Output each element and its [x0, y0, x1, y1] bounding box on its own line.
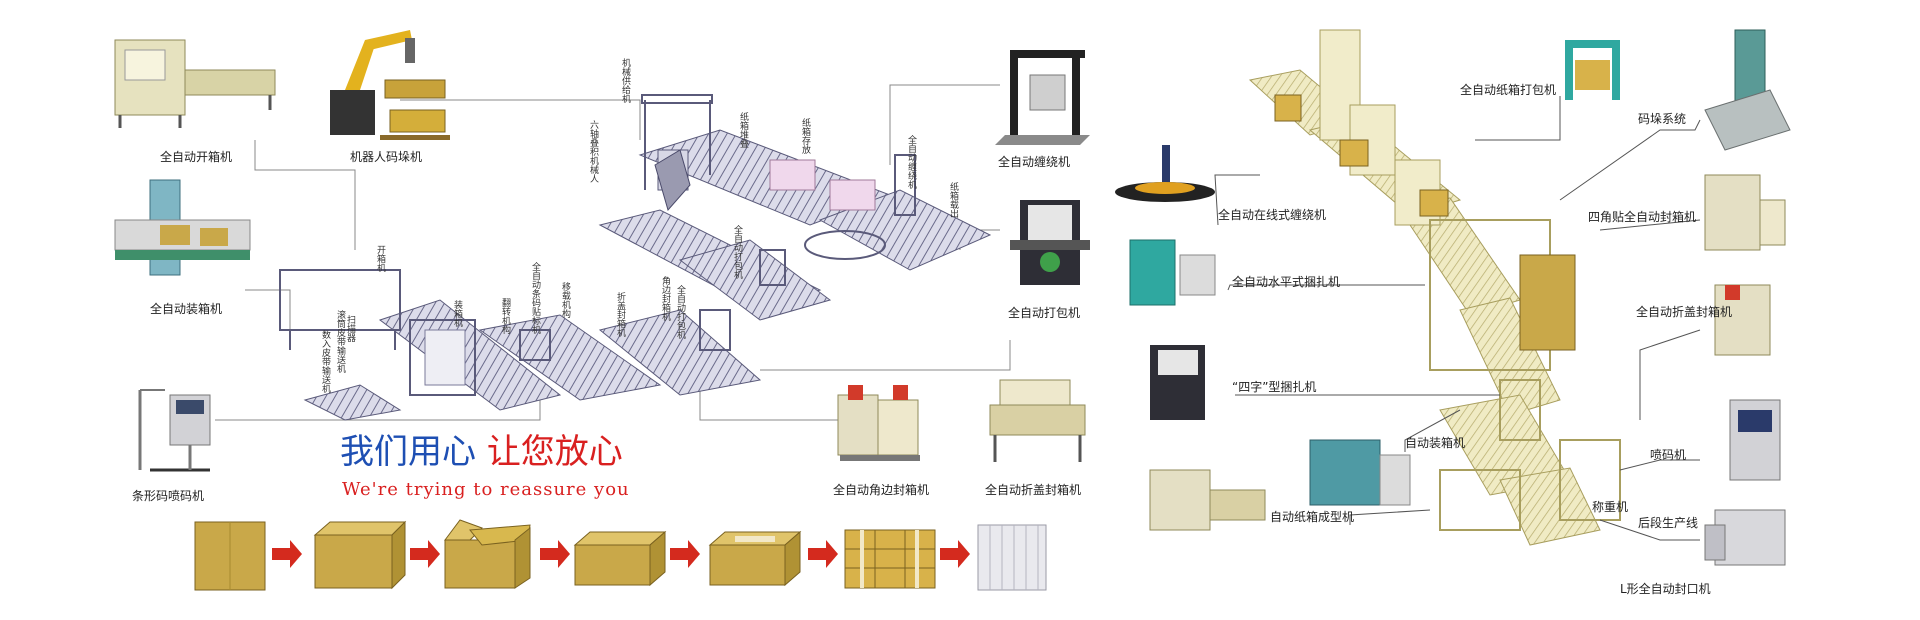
inkjet-printer-machine	[138, 389, 211, 472]
label-upstream-line: 后段生产线	[1638, 516, 1699, 530]
palletized-cartons	[844, 529, 936, 589]
leader-lines-right	[1214, 96, 1701, 541]
fold-sealer-machine	[989, 379, 1086, 462]
label-barcode-inkjet: 条形码喷码机	[132, 489, 205, 503]
production-line-left	[279, 94, 992, 421]
tag-transfer-mechanism: 移载机构	[560, 282, 570, 318]
label-fold-sealer-right: 全自动折盖封箱机	[1636, 305, 1733, 319]
wrapping-machine	[995, 50, 1090, 145]
label-carton-former: 自动纸箱成型机	[1270, 510, 1355, 524]
slogan-chinese: 我们用心 让您放心	[340, 432, 623, 472]
robot-palletizer-machine	[330, 30, 450, 140]
case-packer-machine	[114, 179, 251, 276]
label-horizontal-strapping: 全自动水平式捆扎机	[1232, 275, 1341, 289]
label-auto-packer: 自动装箱机	[1405, 436, 1466, 450]
slogan-english: We're trying to reassure you	[342, 479, 630, 500]
taped-carton	[708, 530, 802, 587]
arrow	[272, 540, 302, 568]
tag-fold-sealer: 折盖封箱机	[615, 292, 625, 337]
label-auto-carton-erector: 全自动开箱机	[160, 150, 233, 164]
label-robot-palletizer: 机器人码垛机	[350, 150, 423, 164]
tag-roller-belt: 滚筒皮带输送机	[335, 310, 345, 373]
production-line-right	[1248, 29, 1621, 546]
tag-scanner: 扫描器	[345, 315, 355, 342]
slogan-part-1: 我们用心	[340, 432, 476, 472]
tag-corner-sealer: 角边封箱机	[660, 276, 670, 321]
strapping-machine	[1010, 200, 1090, 285]
tag-flip-mechanism: 翻转机构	[500, 298, 510, 334]
corner-sealer-machine	[837, 385, 920, 461]
tag-strapper: 全自动打包机	[675, 285, 685, 339]
label-auto-fold-sealer: 全自动折盖封箱机	[985, 483, 1082, 497]
arrow	[540, 540, 570, 568]
label-carton-strapping: 全自动纸箱打包机	[1460, 83, 1557, 97]
open-carton	[313, 520, 407, 590]
flat-carton	[194, 521, 266, 591]
arrow	[410, 540, 440, 568]
label-auto-case-packer: 全自动装箱机	[150, 302, 223, 316]
label-four-corner-sealer: 四角贴全自动封箱机	[1588, 210, 1697, 224]
tag-erector: 开箱机	[375, 245, 385, 272]
label-online-wrapping: 全自动在线式缠绕机	[1218, 208, 1327, 222]
arrow	[940, 540, 970, 568]
pallet	[977, 524, 1047, 591]
slogan-part-2: 让您放心	[486, 432, 623, 472]
arrow	[670, 540, 700, 568]
label-inkjet-right: 喷码机	[1650, 448, 1687, 462]
tag-line-strapping: 全自动打包机	[732, 225, 742, 279]
tag-packer: 装箱机	[452, 300, 462, 327]
label-auto-wrapping: 全自动缠绕机	[998, 155, 1071, 169]
tag-carton-stacking: 纸箱堆叠	[738, 112, 748, 148]
tag-mechanism-feeder: 机械供给机	[620, 58, 630, 103]
tag-six-axis-robot: 六轴叠积机械人	[588, 120, 598, 183]
label-palletizing-system: 码垛系统	[1638, 112, 1687, 126]
tag-carton-storage: 纸箱存放	[800, 118, 810, 154]
tag-line-wrapping: 全自动缠绕机	[906, 135, 916, 189]
flaps-open-carton	[444, 519, 531, 589]
carton-erector-machine	[114, 39, 276, 128]
closed-carton	[573, 530, 667, 587]
label-auto-strapping: 全自动打包机	[1008, 306, 1081, 320]
tag-barcode-labeler: 全自动条码贴标机	[530, 262, 540, 334]
label-auto-corner-sealer: 全自动角边封箱机	[833, 483, 930, 497]
label-cross-strapping: “四字”型捆扎机	[1232, 380, 1317, 394]
label-l-sealer: L形全自动封口机	[1620, 582, 1711, 596]
arrow	[808, 540, 838, 568]
box-sequence	[194, 519, 1047, 591]
right-machines	[1115, 29, 1791, 566]
label-weigher: 称重机	[1592, 500, 1629, 514]
tag-carton-output: 纸箱载出	[948, 182, 958, 218]
tag-infeed-belt: 数入皮带输送机	[320, 330, 330, 393]
